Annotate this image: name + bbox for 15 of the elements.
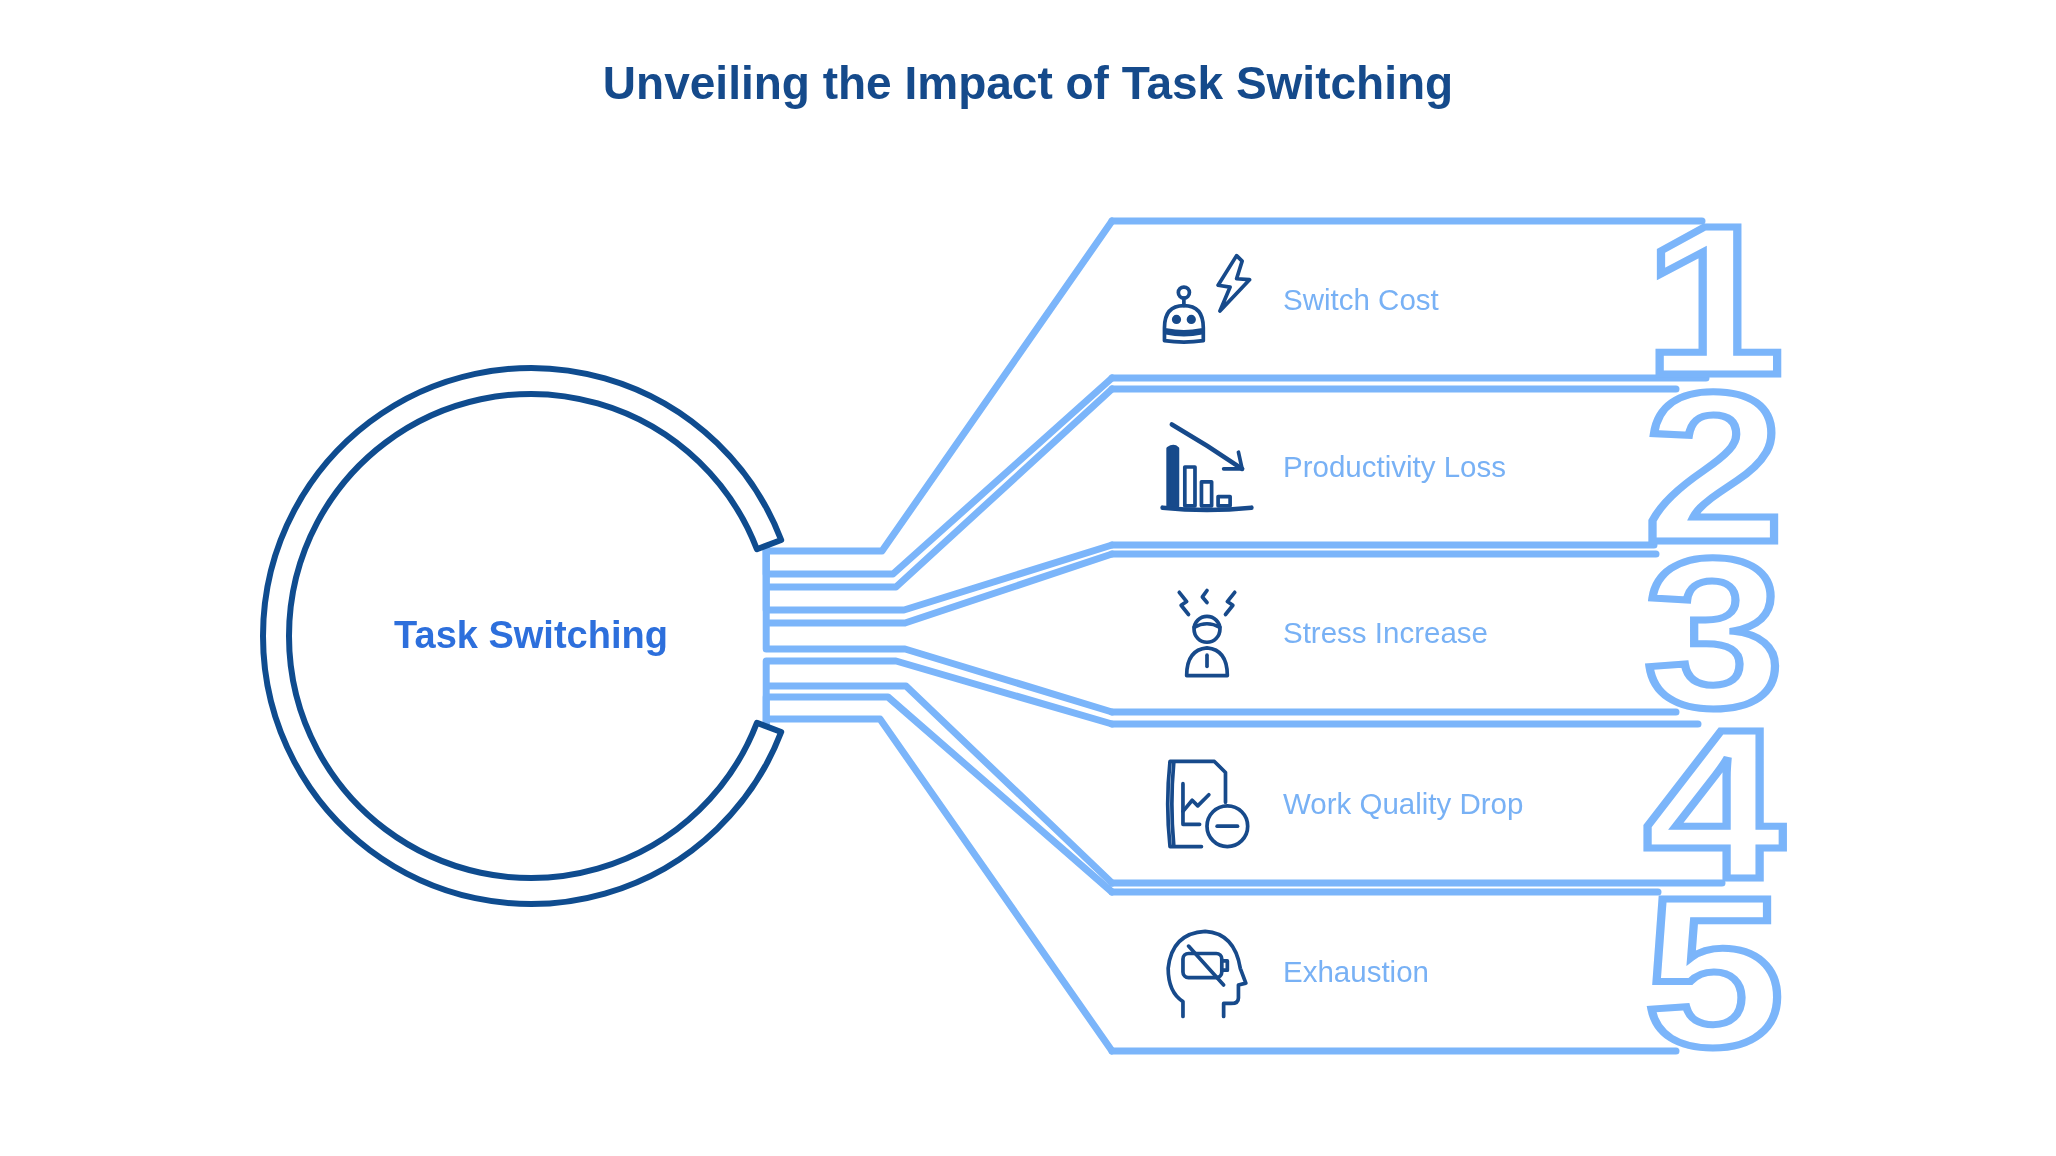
step-number: 1: [1643, 218, 1785, 381]
item-label: Work Quality Drop: [1283, 786, 1524, 821]
center-label: Task Switching: [394, 614, 668, 658]
band-connector: [762, 657, 1116, 887]
step-number: 3: [1643, 551, 1785, 715]
item-label: Switch Cost: [1283, 282, 1439, 317]
step-number: 2: [1643, 385, 1785, 549]
ring-shape: [258, 363, 787, 909]
item-label: Stress Increase: [1283, 616, 1488, 650]
item-label: Exhaustion: [1283, 954, 1429, 989]
item-label: Productivity Loss: [1283, 450, 1506, 484]
step-number: 5: [1643, 890, 1785, 1053]
step-number: 4: [1643, 722, 1785, 885]
title: Unveiling the Impact of Task Switching: [602, 58, 1454, 109]
band-connector: [762, 693, 1116, 1055]
